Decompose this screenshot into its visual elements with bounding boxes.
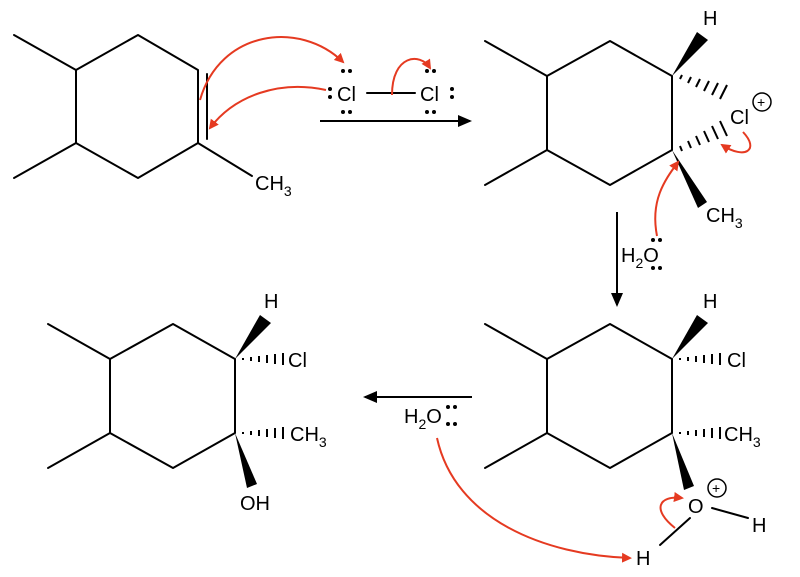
wedge-h-top bbox=[672, 32, 708, 76]
ch3-label: CH3 bbox=[255, 173, 292, 199]
cl-plus-atom: Cl bbox=[730, 107, 749, 129]
oxonium-ring-bonds bbox=[546, 323, 673, 469]
wedge-h-3 bbox=[235, 315, 271, 359]
ch3-label-4: CH3 bbox=[290, 424, 327, 450]
h-label-oxonium-right: H bbox=[752, 515, 766, 537]
hash-bond-cl-2 bbox=[679, 353, 721, 365]
lone-pairs bbox=[328, 69, 454, 114]
wedge-oxygen bbox=[672, 433, 694, 490]
chloronium-ring-bonds bbox=[546, 40, 673, 186]
oxonium-molecule: H Cl CH3 O + H H bbox=[484, 291, 766, 570]
chloronium-molecule: H Cl + CH3 bbox=[484, 8, 772, 231]
cl-label-3: Cl bbox=[288, 350, 307, 372]
methyl-bond-5 bbox=[484, 149, 548, 186]
h2o-label-2: H2O bbox=[404, 406, 442, 432]
cl-atom-left: Cl bbox=[337, 84, 356, 106]
alkene-molecule: CH3 bbox=[13, 34, 292, 199]
h-label-top: H bbox=[703, 8, 717, 30]
ch3-label-3: CH3 bbox=[724, 424, 761, 450]
product-ring-bonds bbox=[109, 323, 236, 469]
chlorine-molecule: Cl Cl bbox=[328, 69, 454, 114]
cl-atom-right: Cl bbox=[420, 84, 439, 106]
product-molecule: H Cl CH3 OH bbox=[47, 291, 327, 515]
alkene-ring-bonds bbox=[75, 34, 199, 179]
water-nucleophile-1: H2O bbox=[621, 238, 662, 271]
curly-arrow-lonepair-to-alkene bbox=[208, 86, 327, 130]
methyl-bond-8 bbox=[47, 323, 111, 360]
curly-arrow-cl-ring-open bbox=[720, 131, 752, 154]
h2o-label-1: H2O bbox=[621, 245, 659, 271]
h-label-3: H bbox=[264, 291, 278, 313]
h-label-oxonium-bottom: H bbox=[636, 548, 650, 570]
curly-arrow-pi-to-cl bbox=[199, 36, 345, 101]
curly-arrow-oh-bond-to-o bbox=[659, 492, 684, 529]
methyl-bond-4 bbox=[484, 40, 548, 77]
cl-label-2: Cl bbox=[727, 350, 746, 372]
hash-bond-ch3-2 bbox=[679, 427, 721, 439]
methyl-bond-9 bbox=[47, 432, 111, 469]
methyl-bond-1 bbox=[13, 34, 77, 71]
methyl-bond-6 bbox=[484, 323, 548, 360]
positive-charge-icon-2 bbox=[707, 478, 727, 498]
methyl-bond-3 bbox=[197, 142, 253, 177]
hash-bond-ch3-3 bbox=[242, 427, 284, 439]
wedge-oh bbox=[235, 433, 257, 488]
plus-sign-2: + bbox=[712, 480, 720, 496]
oh-bond-down bbox=[659, 517, 691, 546]
methyl-bond-7 bbox=[484, 432, 548, 469]
methyl-bond-2 bbox=[13, 142, 77, 179]
oh-label: OH bbox=[240, 493, 270, 515]
hash-bond-bottom bbox=[679, 120, 728, 152]
o-label-oxonium: O bbox=[688, 496, 704, 518]
wedge-h-2 bbox=[672, 315, 708, 359]
h-label-2: H bbox=[703, 291, 717, 313]
curly-arrow-water-deprotonation bbox=[436, 437, 632, 563]
wedge-methyl bbox=[672, 150, 707, 208]
positive-charge-icon bbox=[752, 92, 772, 112]
hash-bond-cl-3 bbox=[242, 353, 284, 365]
curly-arrow-bond-to-cl bbox=[391, 58, 432, 96]
plus-sign: + bbox=[757, 94, 765, 110]
hash-bond-top bbox=[679, 74, 728, 100]
ch3-label-2: CH3 bbox=[706, 205, 743, 231]
water-base-2: H2O bbox=[404, 405, 457, 432]
curly-arrow-water-attack bbox=[654, 160, 680, 237]
oh-bond-right bbox=[711, 507, 749, 519]
